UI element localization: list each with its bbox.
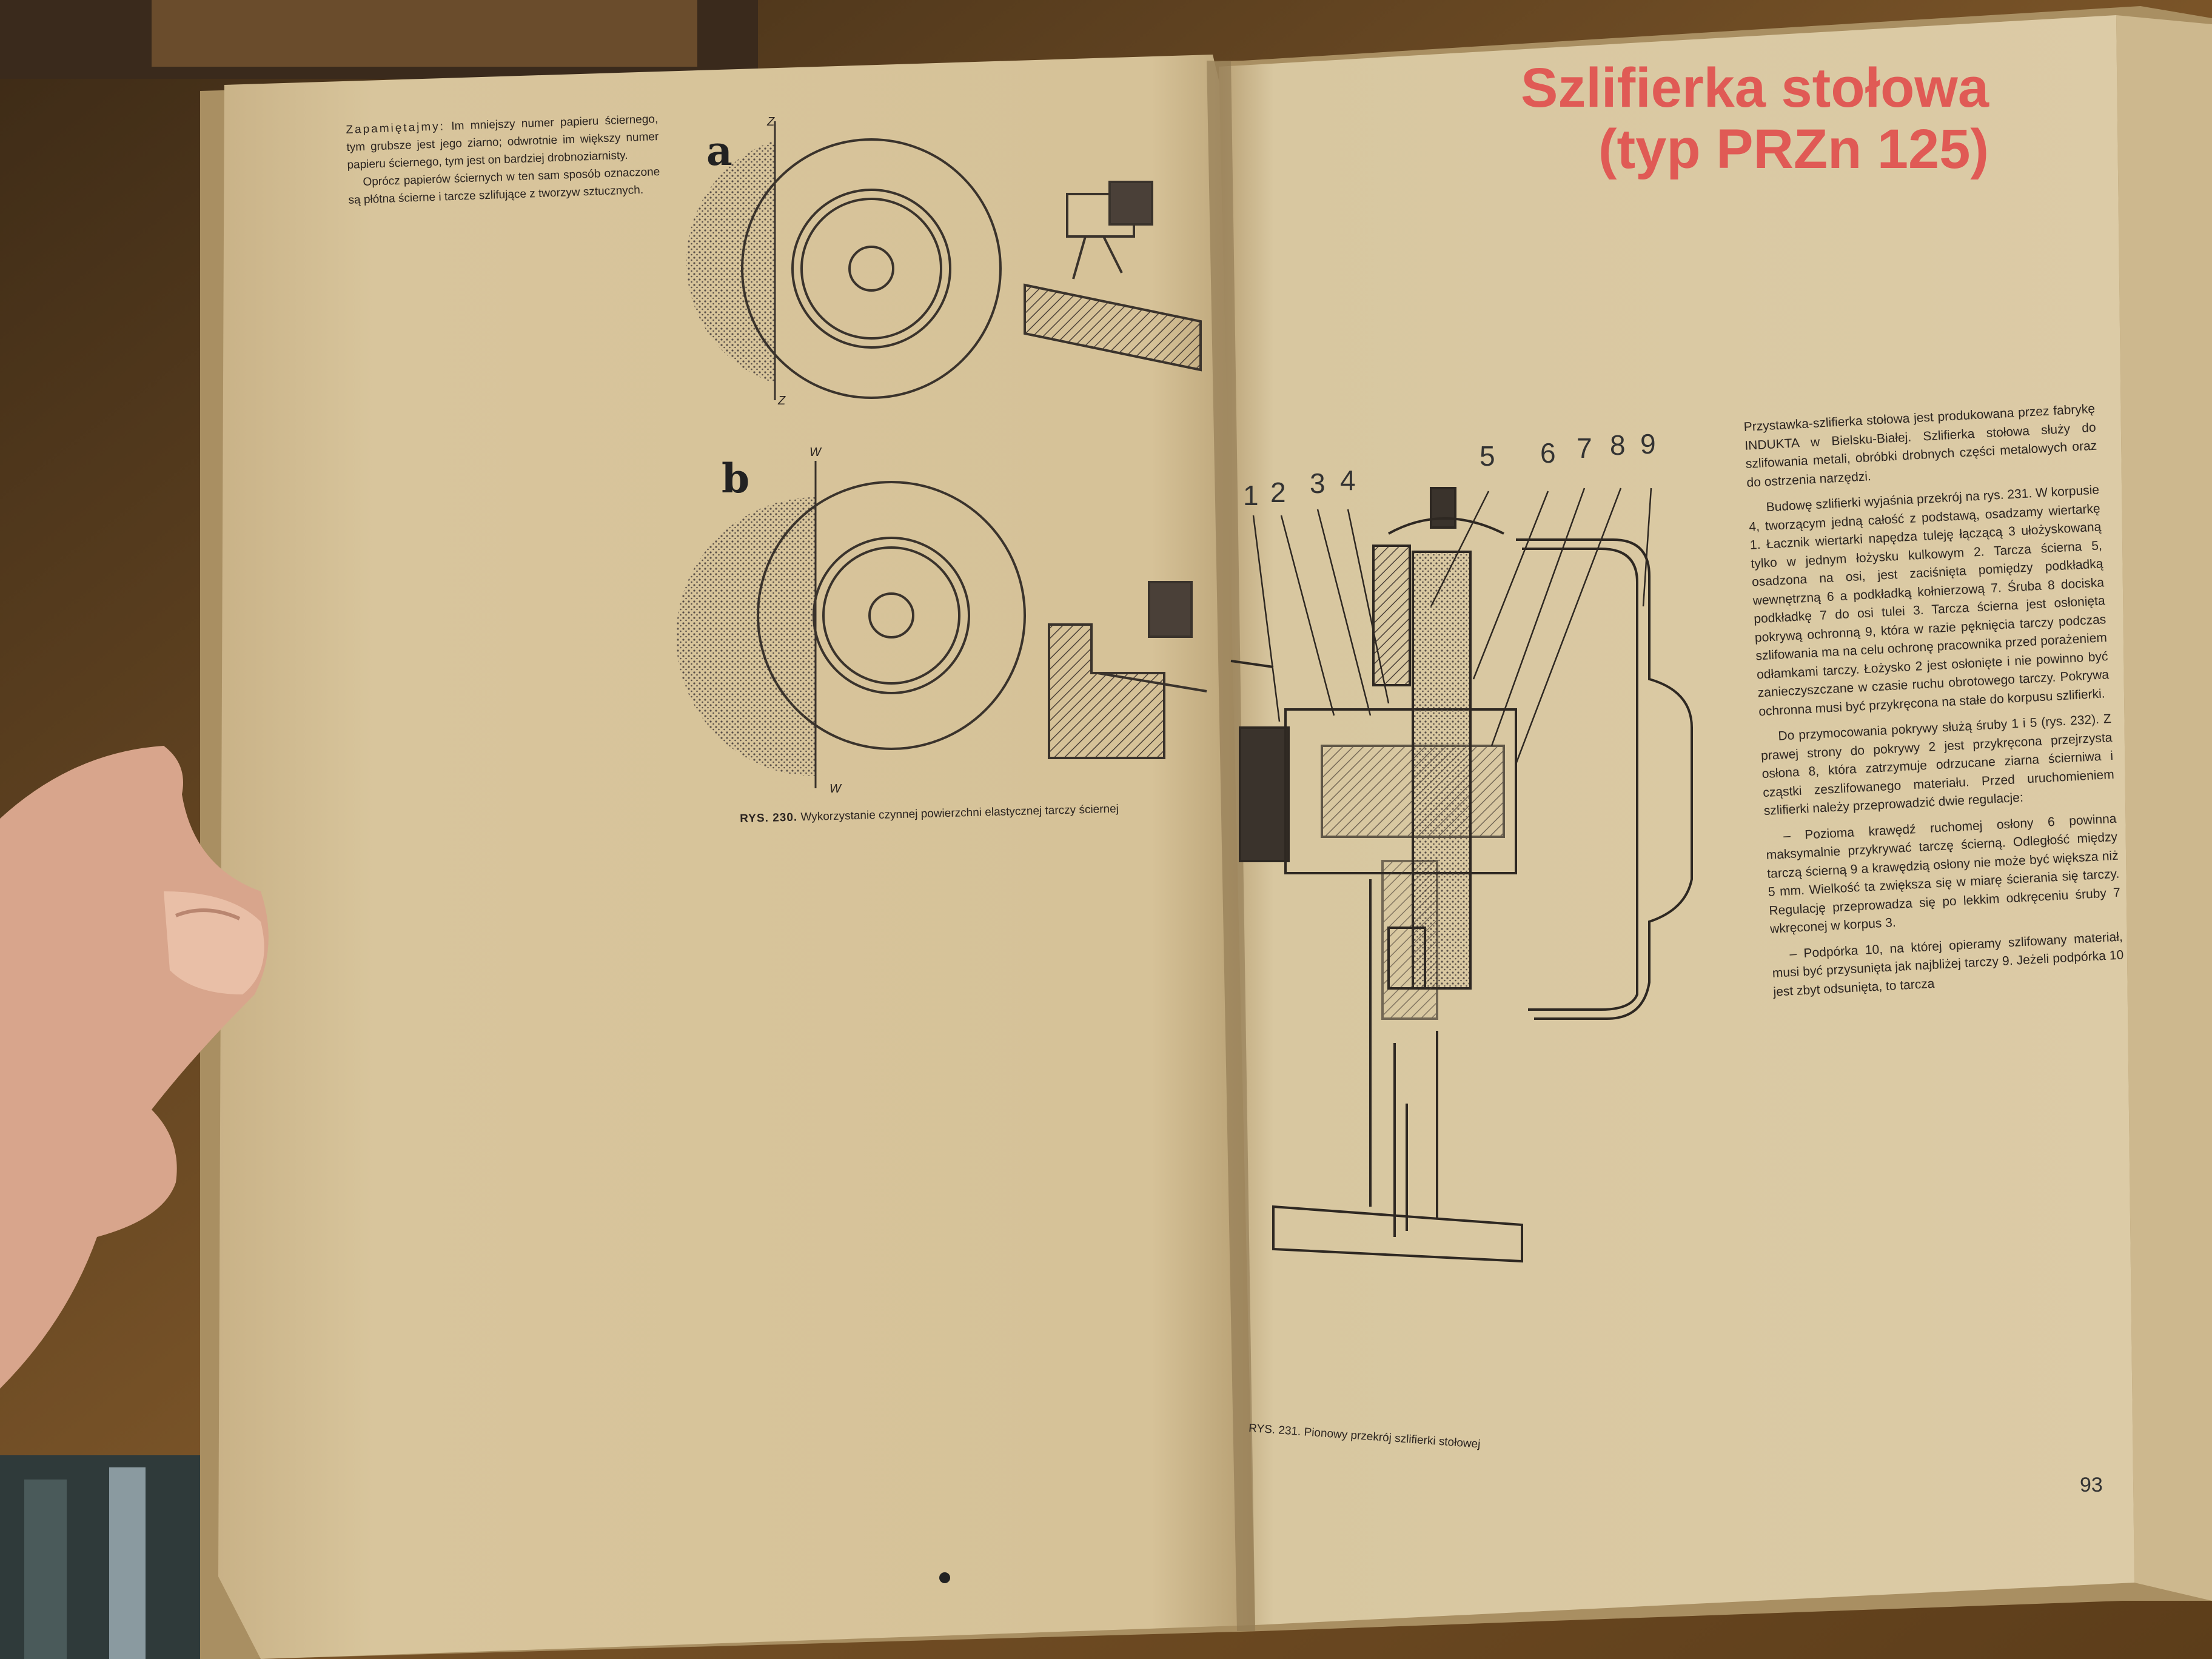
title-line-1: Szlifierka stołowa <box>1520 57 1989 119</box>
part-number-5: 5 <box>1480 440 1495 472</box>
chapter-title: Szlifierka stołowa (typ PRZn 125) <box>1395 57 1989 181</box>
right-paragraph-2: Budowę szlifierki wyjaśnia przekrój na r… <box>1748 483 2110 719</box>
part-number-6: 6 <box>1540 437 1556 469</box>
part-number-7: 7 <box>1577 432 1592 464</box>
figure-a-letter: a <box>706 127 732 175</box>
right-paragraph-3: Do przymocowania pokrywy służą śruby 1 i… <box>1760 711 2115 819</box>
part-number-1: 1 <box>1243 480 1259 511</box>
part-number-4: 4 <box>1340 464 1356 496</box>
left-page-text: Zapamiętajmy: Im mniejszy numer papieru … <box>346 110 661 209</box>
axis-z-bottom: Z <box>778 394 786 407</box>
caption-230-label: RYS. 230. <box>740 811 798 825</box>
figure-a <box>686 121 1202 400</box>
right-paragraph-4: – Pozioma krawędź ruchomej osłony 6 powi… <box>1766 811 2121 936</box>
axis-z-top: Z <box>767 115 775 129</box>
figure-231-cross-section <box>1230 487 1693 1263</box>
part-number-3: 3 <box>1310 468 1326 499</box>
left-page <box>218 55 1255 1659</box>
page-number: 93 <box>2080 1473 2103 1496</box>
right-page <box>1219 15 2134 1625</box>
axis-w-top: W <box>809 446 821 459</box>
title-line-2: (typ PRZn 125) <box>1598 118 1989 181</box>
part-number-8: 8 <box>1610 429 1626 461</box>
intro-spaced: Zapamiętajmy: <box>346 120 446 136</box>
part-number-2: 2 <box>1270 477 1286 508</box>
figure-b <box>676 461 1207 788</box>
part-number-9: 9 <box>1640 428 1656 460</box>
figure-b-letter: b <box>722 455 750 502</box>
next-page-edge <box>2116 15 2212 1601</box>
right-page-text: Przystawka-szlifierka stołowa jest produ… <box>1743 400 2125 1002</box>
background-book-spine <box>152 0 697 67</box>
axis-w-bottom: W <box>830 782 841 796</box>
